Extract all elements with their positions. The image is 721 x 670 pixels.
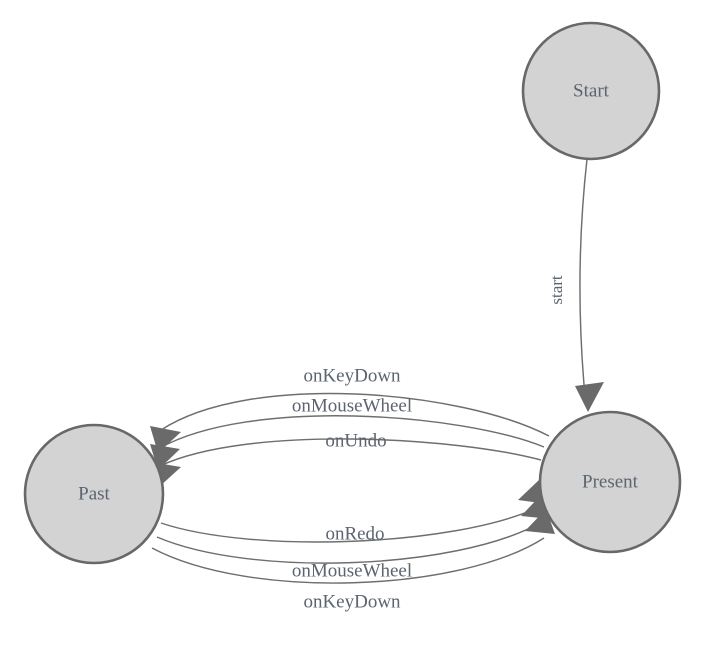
edge-line (151, 537, 545, 584)
edge-edge-past-present-onmousewheel[interactable] (156, 494, 551, 564)
node-shape-present[interactable] (538, 410, 682, 554)
arrowhead-icon (575, 382, 604, 412)
edge-edge-present-past-onmousewheel[interactable] (150, 415, 545, 470)
edge-edge-present-past-onundo[interactable] (151, 438, 542, 487)
edge-label-edge-present-past-onundo: onUndo (325, 430, 386, 451)
node-present[interactable]: Present (538, 410, 682, 554)
node-start[interactable]: Start (521, 21, 661, 161)
edge-line (159, 415, 545, 449)
edges-layer (150, 158, 604, 584)
node-past[interactable]: Past (23, 423, 165, 565)
node-shape-past[interactable] (23, 423, 165, 565)
edge-line (160, 507, 538, 543)
node-shape-start[interactable] (521, 21, 661, 161)
edge-label-edge-present-past-onkeydown: onKeyDown (303, 365, 401, 386)
edge-label-edge-past-present-onkeydown: onKeyDown (303, 591, 401, 612)
edge-label-edge-start-present: start (547, 275, 566, 305)
edge-edge-past-present-onredo[interactable] (160, 479, 548, 543)
edge-labels-layer: startonKeyDownonMouseWheelonUndoonRedoon… (292, 275, 566, 612)
edge-edge-past-present-onkeydown[interactable] (151, 509, 555, 584)
edge-edge-start-present[interactable] (575, 158, 604, 412)
edge-line (156, 522, 541, 564)
edge-line (159, 438, 542, 467)
edge-line (579, 158, 588, 397)
edge-line (160, 392, 550, 437)
edge-edge-present-past-onkeydown[interactable] (150, 392, 550, 453)
edge-label-edge-present-past-onmousewheel: onMouseWheel (292, 395, 412, 416)
